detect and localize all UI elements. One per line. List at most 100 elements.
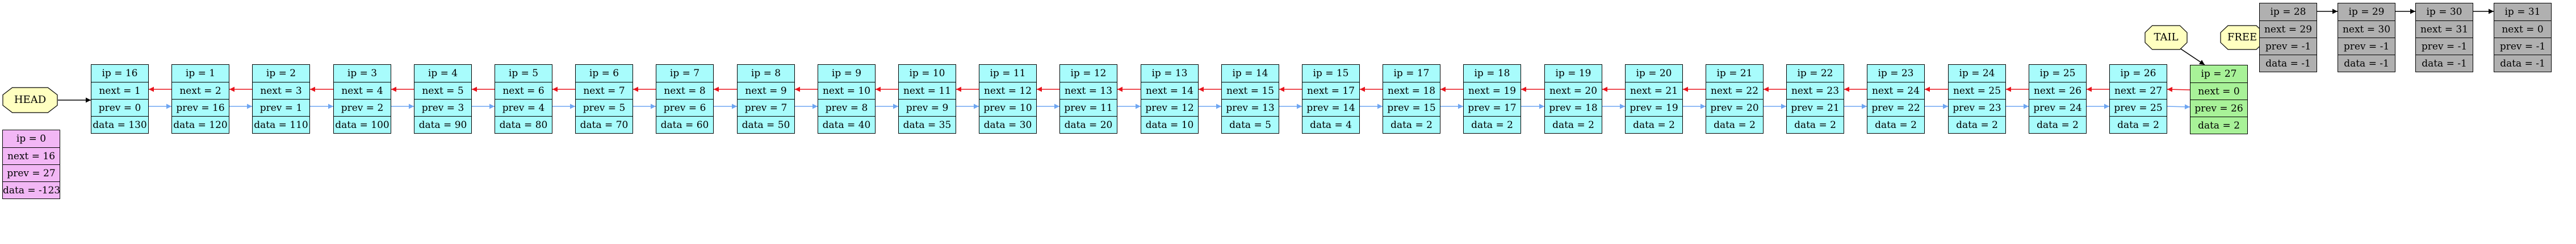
node-field-next: next = 13 [1060, 82, 1117, 99]
node-field-prev: prev = 5 [576, 99, 633, 116]
node-field-ip: ip = 16 [102, 68, 138, 79]
free-octagon [2220, 25, 2264, 50]
head-label-text: HEAD [14, 94, 47, 106]
node-field-ip: ip = 17 [1393, 68, 1430, 79]
node-field-ip: ip = 29 [2348, 6, 2385, 18]
node-field-prev: prev = 14 [1302, 99, 1359, 116]
free-label: FREE [2220, 25, 2264, 50]
node-field-prev: prev = 17 [1464, 99, 1521, 116]
node-field-next: next = 17 [1302, 82, 1359, 99]
node-field-ip: ip = 20 [1636, 68, 1672, 79]
node-field-ip: ip = 24 [1959, 68, 1995, 79]
tail-arrow [2179, 47, 2205, 65]
node-field-data: data = -1 [2416, 55, 2473, 72]
node-field-prev: prev = 24 [2029, 99, 2086, 116]
node-field-ip: ip = 19 [1555, 68, 1591, 79]
node-field-prev: prev = 18 [1545, 99, 1602, 116]
node-field-next: next = 9 [738, 82, 794, 99]
node-field-ip: ip = 28 [2270, 6, 2306, 18]
node-field-ip: ip = 23 [1878, 68, 1914, 79]
node-field-data: data = 2 [1949, 116, 2005, 133]
node-field-prev: prev = -1 [2260, 38, 2317, 55]
node-field-next: next = 1 [91, 82, 148, 99]
node-field-prev: prev = 16 [172, 99, 229, 116]
node-field-ip: ip = 8 [751, 68, 781, 79]
node-field-ip: ip = 9 [831, 68, 862, 79]
node-field-data: data = -1 [2260, 55, 2317, 72]
node-field-next: next = 14 [1141, 82, 1198, 99]
node-field-ip: ip = 2 [266, 68, 296, 79]
node-field-ip: ip = 27 [2201, 68, 2237, 80]
node-field-prev: prev = 0 [91, 99, 148, 116]
node-field-data: data = 2 [1545, 116, 1602, 133]
node-field-prev: prev = 20 [1706, 99, 1763, 116]
node-field-prev: prev = 11 [1060, 99, 1117, 116]
node-field-next: next = 0 [2190, 82, 2247, 100]
node-field-next: next = 6 [495, 82, 552, 99]
node-field-prev: prev = 10 [979, 99, 1036, 116]
node-field-data: data = 100 [334, 116, 391, 133]
node-field-next: next = 31 [2416, 20, 2473, 38]
node-field-data: data = 20 [1060, 116, 1117, 133]
node-field-data: data = 30 [979, 116, 1036, 133]
node-field-prev: prev = 19 [1626, 99, 1682, 116]
node-field-next: next = 3 [253, 82, 309, 99]
node-field-ip: ip = 21 [1716, 68, 1753, 79]
node-field-next: next = 18 [1383, 82, 1440, 99]
node-field-prev: prev = 3 [414, 99, 471, 116]
node-field-next: next = 2 [172, 82, 229, 99]
node-field-ip: ip = 10 [909, 68, 945, 79]
next-arrow [2167, 104, 2190, 110]
node-field-ip: ip = 7 [669, 68, 700, 79]
node-field-prev: prev = 25 [2110, 99, 2167, 116]
node-field-prev: prev = -1 [2416, 38, 2473, 55]
tail-label-text: TAIL [2154, 31, 2179, 43]
node-field-ip: ip = 12 [1070, 68, 1107, 79]
node-field-data: data = 90 [414, 116, 471, 133]
node-field-ip: ip = 26 [2120, 68, 2156, 79]
free-label-text: FREE [2227, 31, 2257, 43]
node-field-next: next = 26 [2029, 82, 2086, 99]
node-field-data: data = 130 [91, 116, 148, 133]
node-field-data: data = 2 [2110, 116, 2167, 133]
node-field-prev: prev = 15 [1383, 99, 1440, 116]
node-field-ip: ip = 31 [2504, 6, 2541, 18]
node-field-ip: ip = 6 [589, 68, 619, 79]
node-field-next: next = 7 [576, 82, 633, 99]
tail-octagon [2144, 25, 2188, 50]
node-field-prev: prev = 7 [738, 99, 794, 116]
node-field-next: next = 12 [979, 82, 1036, 99]
node-field-ip: ip = 14 [1232, 68, 1268, 79]
node-field-prev: prev = 22 [1867, 99, 1924, 116]
node-field-ip: ip = 18 [1474, 68, 1510, 79]
head-label: HEAD [2, 87, 58, 113]
node-field-next: next = 23 [1787, 82, 1844, 99]
node-field-data: data = 4 [1302, 116, 1359, 133]
node-field-ip: ip = 0 [16, 133, 47, 144]
node-field-ip: ip = 4 [428, 68, 458, 79]
head-octagon [2, 87, 58, 113]
node-field-next: next = 0 [2494, 20, 2551, 38]
node-field-next: next = 22 [1706, 82, 1763, 99]
